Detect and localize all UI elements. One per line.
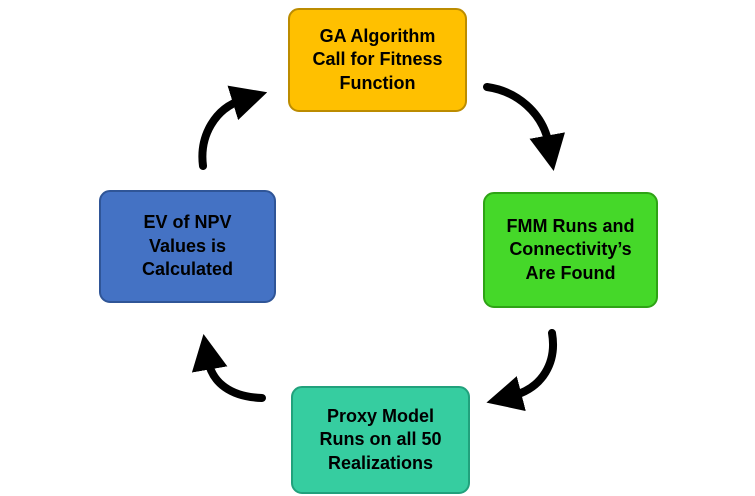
node-fmm-runs-label: FMM Runs and Connectivity’s Are Found — [506, 215, 635, 283]
node-proxy-model-label: Proxy Model Runs on all 50 Realizations — [319, 405, 442, 473]
node-proxy-model: Proxy Model Runs on all 50 Realizations — [291, 386, 470, 494]
arrow-ev-to-ga-icon — [198, 85, 268, 170]
arrow-ga-to-fmm-icon — [483, 83, 565, 171]
arrow-fmm-to-proxy-icon — [486, 329, 557, 412]
node-fmm-runs: FMM Runs and Connectivity’s Are Found — [483, 192, 658, 308]
arrow-proxy-to-ev-icon — [191, 333, 266, 402]
node-ga-algorithm-label: GA Algorithm Call for Fitness Function — [312, 25, 443, 93]
node-ev-npv-label: EV of NPV Values is Calculated — [141, 212, 234, 280]
node-ev-npv: EV of NPV Values is Calculated — [99, 190, 276, 303]
node-ga-algorithm: GA Algorithm Call for Fitness Function — [288, 8, 467, 112]
